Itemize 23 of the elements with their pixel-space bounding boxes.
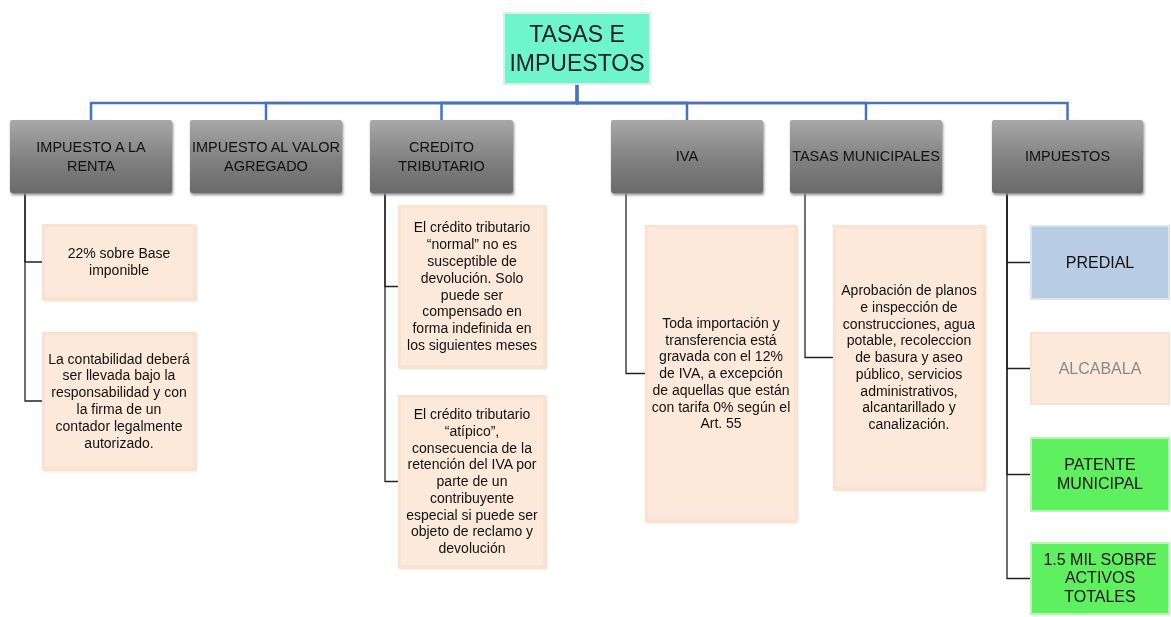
note-box: El crédito tributario “normal” no es susceptible de devolución. Solo puede ser compensado en forma indefinida en los siguientes meses (398, 205, 546, 368)
note-box: 22% sobre Base imponible (42, 224, 196, 300)
category-box: CREDITO TRIBUTARIO (370, 120, 513, 193)
note-box: El crédito tributario “atípico”, consecuencia de la retención del IVA por parte de un contribuyente especial si puede ser objeto de reclamo y devolución (398, 395, 546, 568)
connector-line (24, 192, 43, 402)
category-box: IMPUESTOS (992, 120, 1143, 193)
connector-line (575, 85, 1069, 120)
connector-line (804, 192, 834, 359)
connector-line (1006, 192, 1031, 580)
item-box: ALCABALA (1030, 332, 1170, 405)
title-box: TASAS E IMPUESTOS (503, 12, 651, 85)
item-box: PATENTE MUNICIPAL (1030, 437, 1170, 512)
category-box: IMPUESTO AL VALOR AGREGADO (190, 120, 342, 193)
item-box: 1.5 MIL SOBRE ACTIVOS TOTALES (1030, 542, 1170, 615)
note-box: Aprobación de planos e inspección de construcciones, agua potable, recoleccion de basura y aseo público, servicios administrativos, alcantarillado y canalización. (833, 225, 985, 490)
note-box: Toda importación y transferencia está gravada con el 12% de IVA, a excepción de aquellas que están con tarifa 0% según el Art. 55 (645, 225, 797, 522)
item-box: PREDIAL (1030, 225, 1170, 300)
category-box: IMPUESTO A LA RENTA (10, 120, 172, 193)
note-box: La contabilidad deberá ser llevada bajo la responsabilidad y con la firma de un contador legalmente autorizado. (42, 332, 196, 470)
connector-line (625, 192, 646, 375)
connector-line (384, 192, 399, 483)
category-box: IVA (611, 120, 763, 193)
category-box: TASAS MUNICIPALES (790, 120, 942, 193)
